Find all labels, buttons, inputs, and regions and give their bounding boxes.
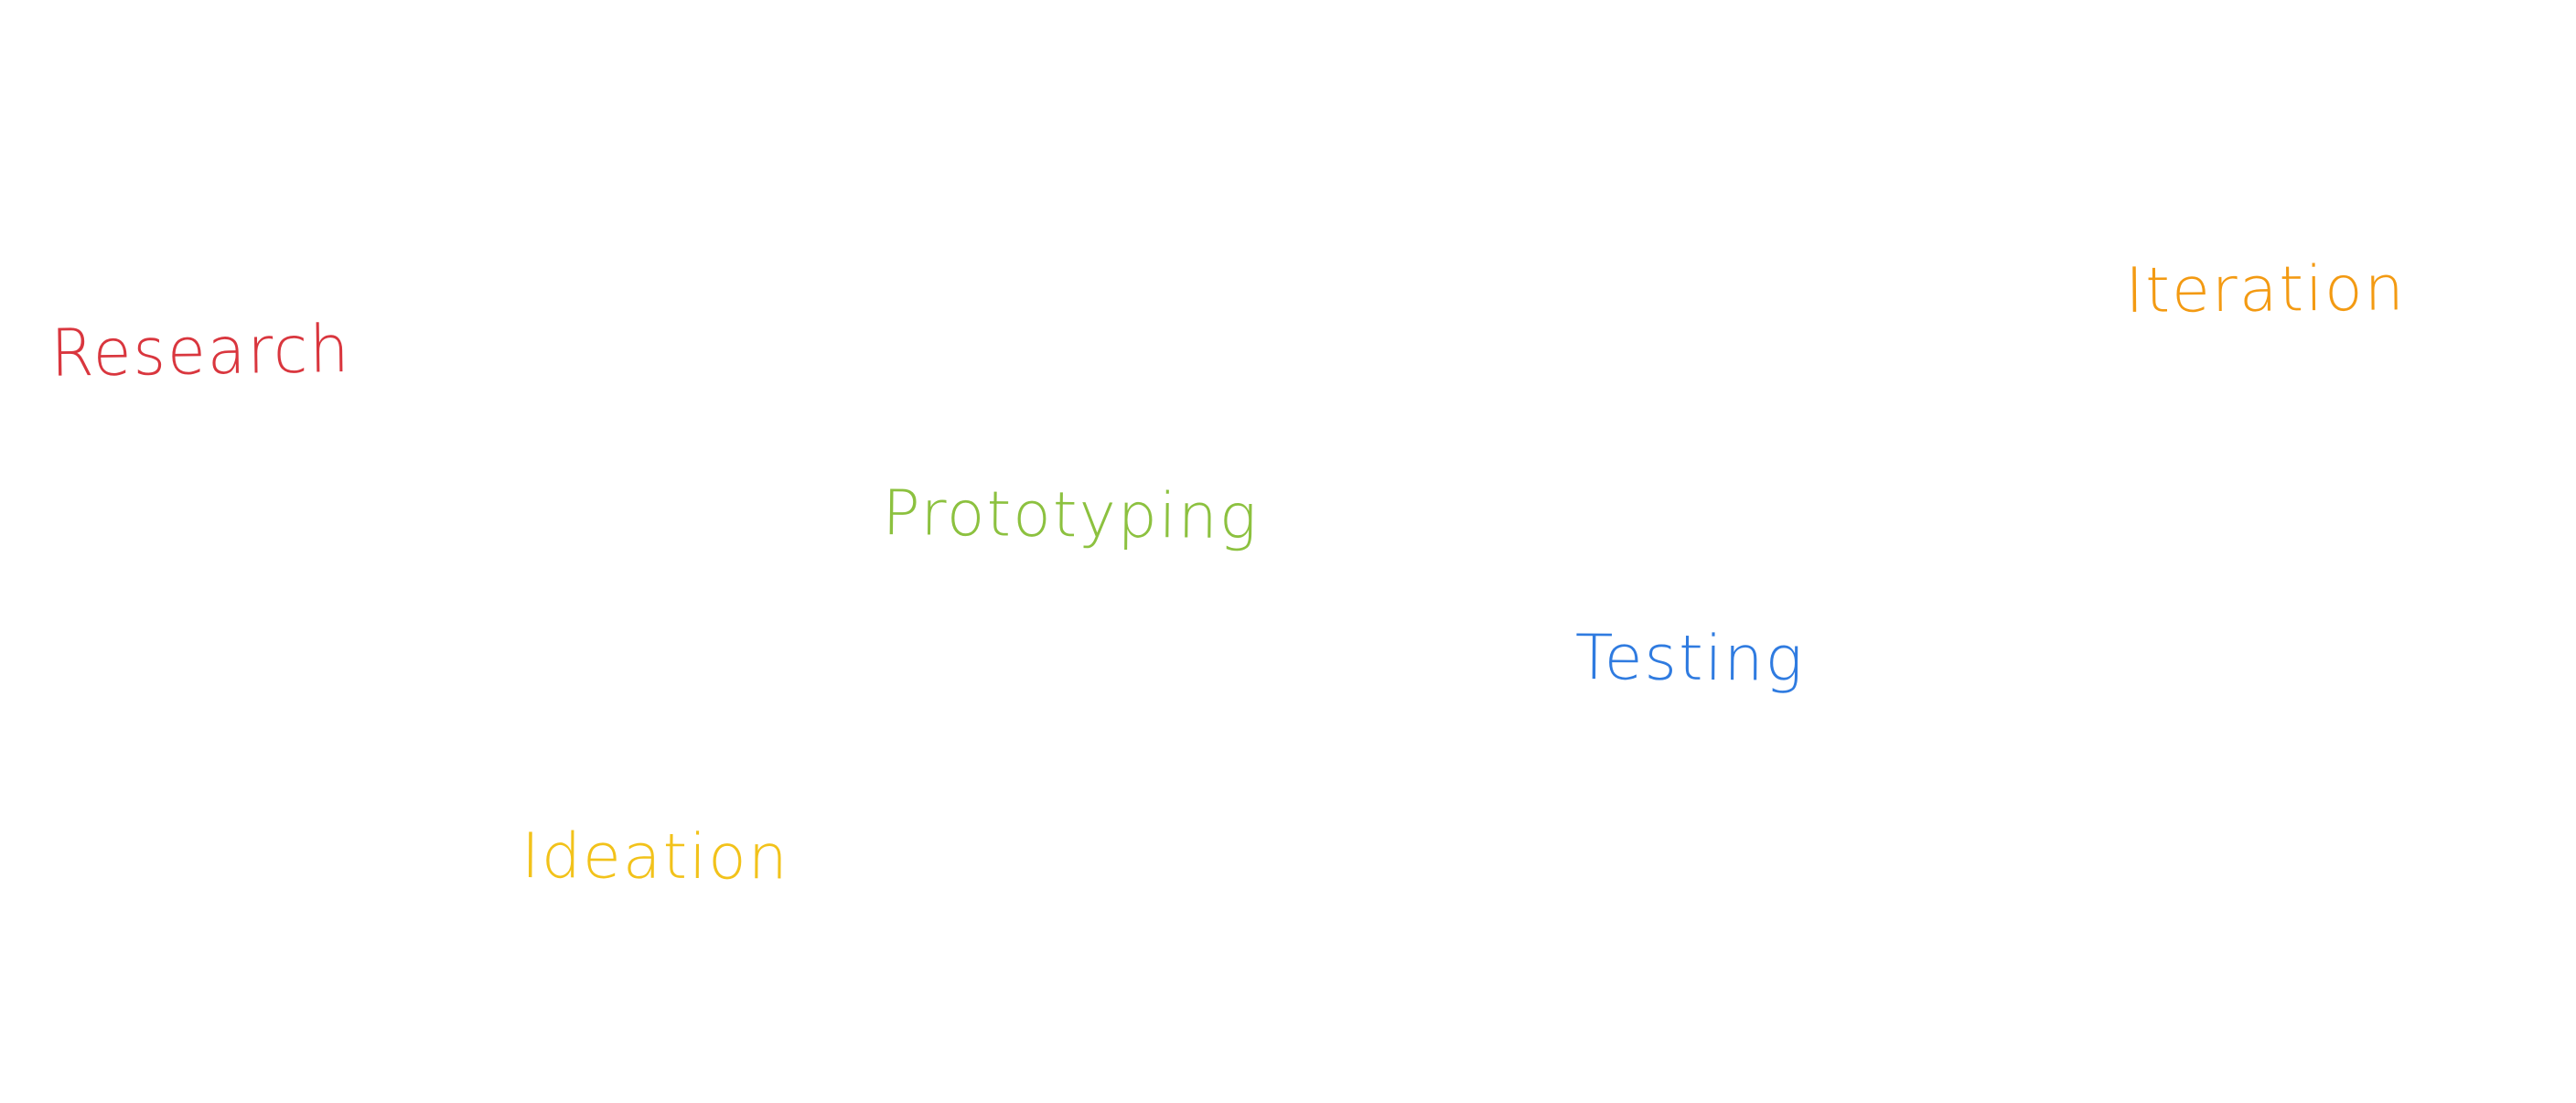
handwritten-label-iteration[interactable]: Iteration [2124,252,2407,327]
handwritten-label-testing[interactable]: Testing [1574,622,1805,696]
handwritten-label-ideation[interactable]: Ideation [521,820,790,894]
handwritten-label-research[interactable]: Research [49,311,351,392]
handwritten-label-prototyping[interactable]: Prototyping [882,477,1260,554]
